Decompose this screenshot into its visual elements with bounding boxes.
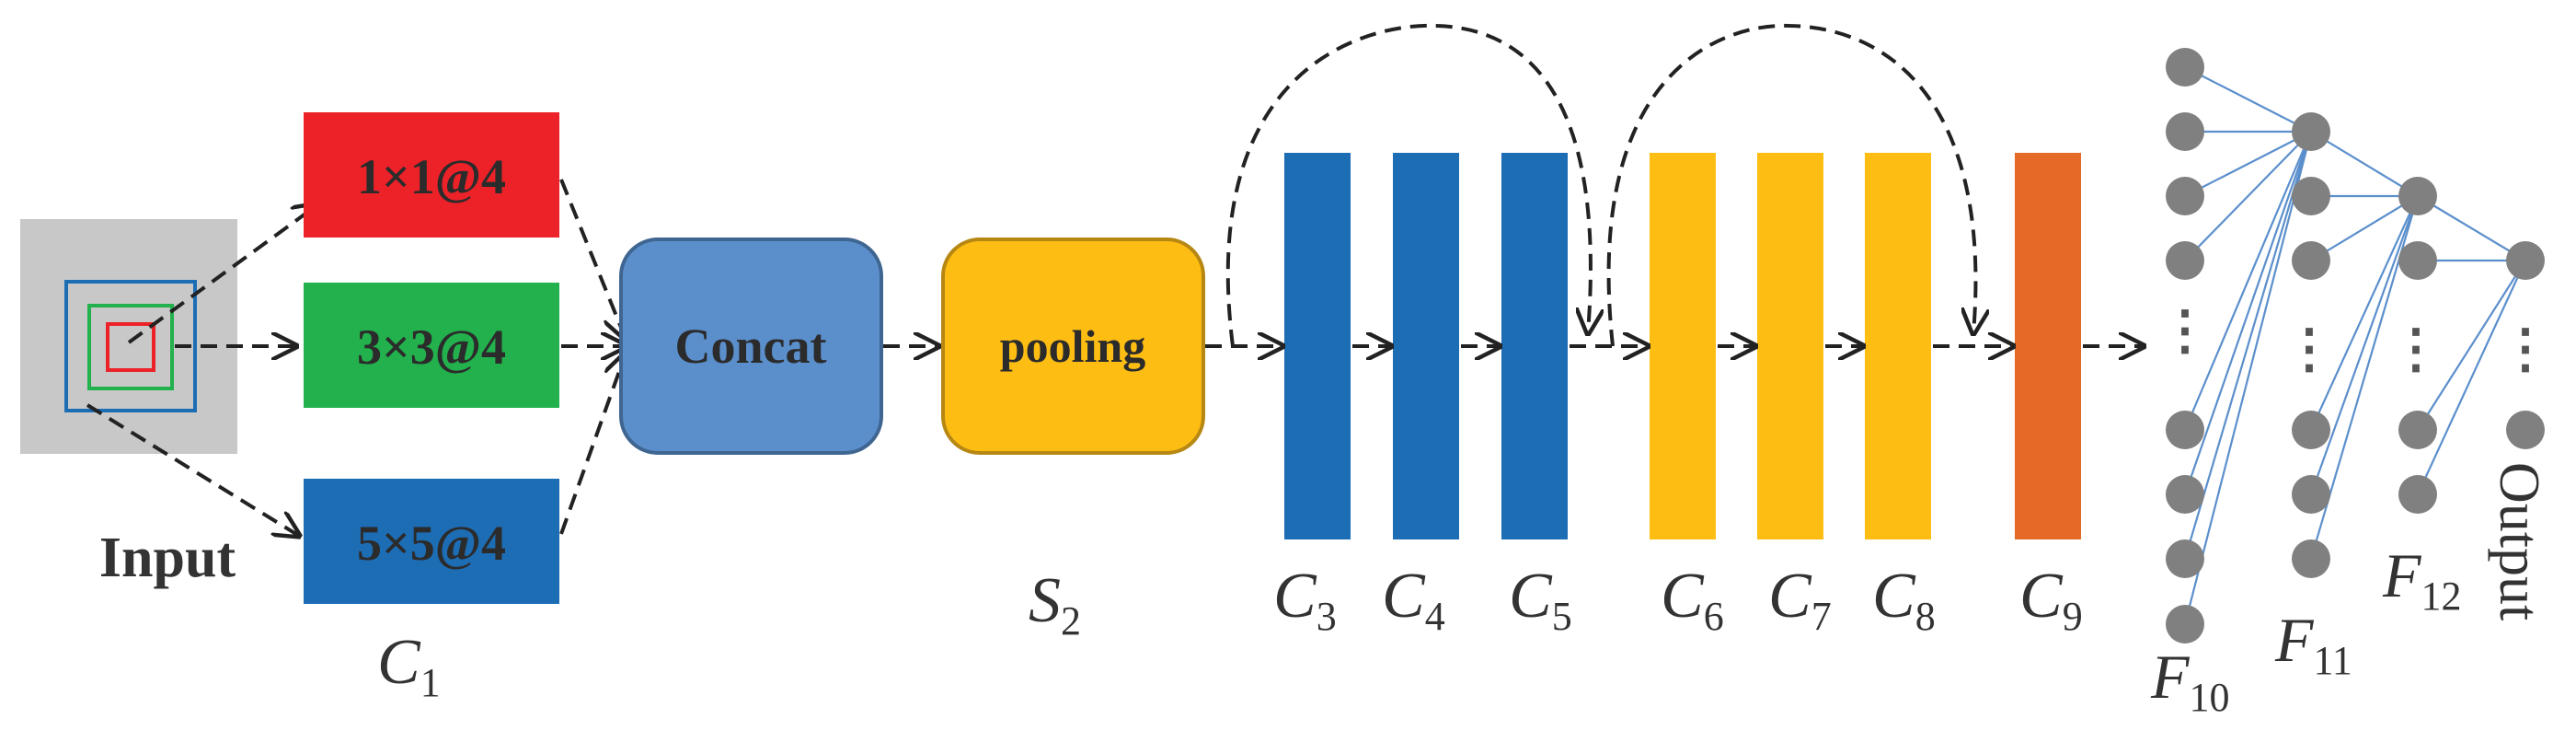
output-ellipsis: ⋮ <box>2499 319 2552 378</box>
fc-link-f10-5 <box>2183 131 2313 495</box>
c1-to-concat-arrows <box>559 179 626 535</box>
c1-branch-3x3: 3×3@4 <box>304 283 559 408</box>
conv-c8-bar <box>1865 153 1931 539</box>
f10-node-1 <box>2166 112 2204 151</box>
input-to-c1-arrows <box>86 204 318 536</box>
f12-node-0 <box>2398 177 2437 215</box>
concat-block: Concat <box>619 238 883 455</box>
fc-link-f10-4 <box>2183 131 2313 431</box>
branch-1x1-box <box>304 112 559 238</box>
f11-label: F11 <box>2274 605 2352 683</box>
concat-label: Concat <box>675 319 827 374</box>
conv-layers <box>1284 153 2081 539</box>
fc-link-f10-6 <box>2183 131 2313 560</box>
f10-ellipsis: ⋮ <box>2158 300 2212 360</box>
arrow-input-to-branch-1x1 <box>127 204 318 344</box>
f11-node-0 <box>2292 112 2330 151</box>
conv-c5-label: C5 <box>1509 561 1572 639</box>
fc-link-f10-3 <box>2184 131 2312 261</box>
c1-branch-1x1: 1×1@4 <box>304 112 559 238</box>
skip-arrow-c5-to-c9 <box>1606 23 1976 347</box>
conv-c3-bar <box>1284 153 1351 539</box>
fc-link-f10-0 <box>2184 66 2312 133</box>
fc-link-f10-7 <box>2183 131 2313 625</box>
branch-5x5-label: 5×5@4 <box>357 516 506 571</box>
s2-label: S2 <box>1029 565 1081 643</box>
f12-node-1 <box>2398 241 2437 280</box>
arrow-branch-5x5-to-concat <box>559 354 626 535</box>
branch-3x3-label: 3×3@4 <box>357 319 506 375</box>
branch-1x1-label: 1×1@4 <box>357 149 506 204</box>
branch-5x5-box <box>304 479 559 604</box>
fc-link-f11-4 <box>2309 195 2420 495</box>
conv-c6-bar <box>1650 153 1716 539</box>
conv-c9-label: C9 <box>2019 561 2083 639</box>
f10-node-5 <box>2166 475 2204 514</box>
f11-node-5 <box>2292 539 2330 578</box>
c1-label-main: C <box>377 627 421 698</box>
conv-c7-bar <box>1757 153 1823 539</box>
skip-arrow-s2-to-c6 <box>1225 23 1591 347</box>
conv-c7-label: C7 <box>1768 561 1832 639</box>
output-node-1 <box>2506 411 2545 449</box>
f10-node-4 <box>2166 411 2204 449</box>
f10-node-0 <box>2166 48 2204 87</box>
f11-node-1 <box>2292 177 2330 215</box>
input-background <box>20 219 237 454</box>
f12-node-3 <box>2398 475 2437 514</box>
f10-node-2 <box>2166 177 2204 215</box>
pooling-label: pooling <box>1000 320 1145 372</box>
f11-node-2 <box>2292 241 2330 280</box>
fc-ellipses: ⋮ ⋮ ⋮ ⋮ <box>2158 300 2552 378</box>
fc-link-f12-0 <box>2417 195 2526 261</box>
conv-c8-label: C8 <box>1872 561 1936 639</box>
input-block: Input <box>20 219 237 589</box>
conv-labels: C3 C4 C5 C6 C7 C8 C9 <box>1273 561 2083 639</box>
input-label: Input <box>99 527 236 589</box>
conv-c9-bar <box>2015 153 2081 539</box>
s2-label-main: S <box>1029 565 1061 636</box>
fc-link-f12-3 <box>2417 260 2526 495</box>
branch-3x3-box <box>304 283 559 408</box>
concat-box <box>619 238 883 455</box>
conv-c4-bar <box>1393 153 1459 539</box>
f11-node-3 <box>2292 411 2330 449</box>
fc-link-f11-2 <box>2310 195 2419 261</box>
input-kernel-3x3 <box>87 304 174 390</box>
f12-ellipsis: ⋮ <box>2389 319 2443 378</box>
fc-link-f12-2 <box>2417 260 2526 431</box>
fc-nodes <box>2166 48 2545 643</box>
f11-node-4 <box>2292 475 2330 514</box>
arrow-input-to-branch-5x5 <box>86 403 299 536</box>
fc-link-f11-3 <box>2309 195 2420 431</box>
f11-ellipsis: ⋮ <box>2283 319 2336 378</box>
output-label: Output <box>2488 462 2550 620</box>
pooling-block: pooling <box>941 238 1205 455</box>
f10-label: F10 <box>2150 642 2230 720</box>
conv-c3-label: C3 <box>1273 561 1337 639</box>
skip-connections <box>1225 23 1976 347</box>
f10-node-3 <box>2166 241 2204 280</box>
fc-link-f11-0 <box>2310 131 2419 197</box>
arrow-branch-1x1-to-concat <box>559 179 626 339</box>
s2-label-sub: 2 <box>1061 598 1081 643</box>
c1-label: C1 <box>377 627 441 705</box>
conv-c6-label: C6 <box>1661 561 1724 639</box>
f10-node-6 <box>2166 539 2204 578</box>
output-node-0 <box>2506 241 2545 280</box>
input-kernel-1x1 <box>106 322 155 372</box>
f12-node-2 <box>2398 411 2437 449</box>
c1-branch-5x5: 5×5@4 <box>304 479 559 604</box>
conv-c5-bar <box>1501 153 1568 539</box>
fc-link-f10-2 <box>2184 131 2312 197</box>
conv-c4-label: C4 <box>1382 561 1445 639</box>
fc-labels: F10 F11 F12 Output <box>2150 462 2550 720</box>
pooling-box <box>941 238 1205 455</box>
f10-node-7 <box>2166 605 2204 643</box>
c1-label-sub: 1 <box>420 660 441 705</box>
fc-links <box>2183 66 2526 625</box>
f12-label: F12 <box>2382 540 2462 619</box>
input-kernel-5x5 <box>64 280 197 412</box>
